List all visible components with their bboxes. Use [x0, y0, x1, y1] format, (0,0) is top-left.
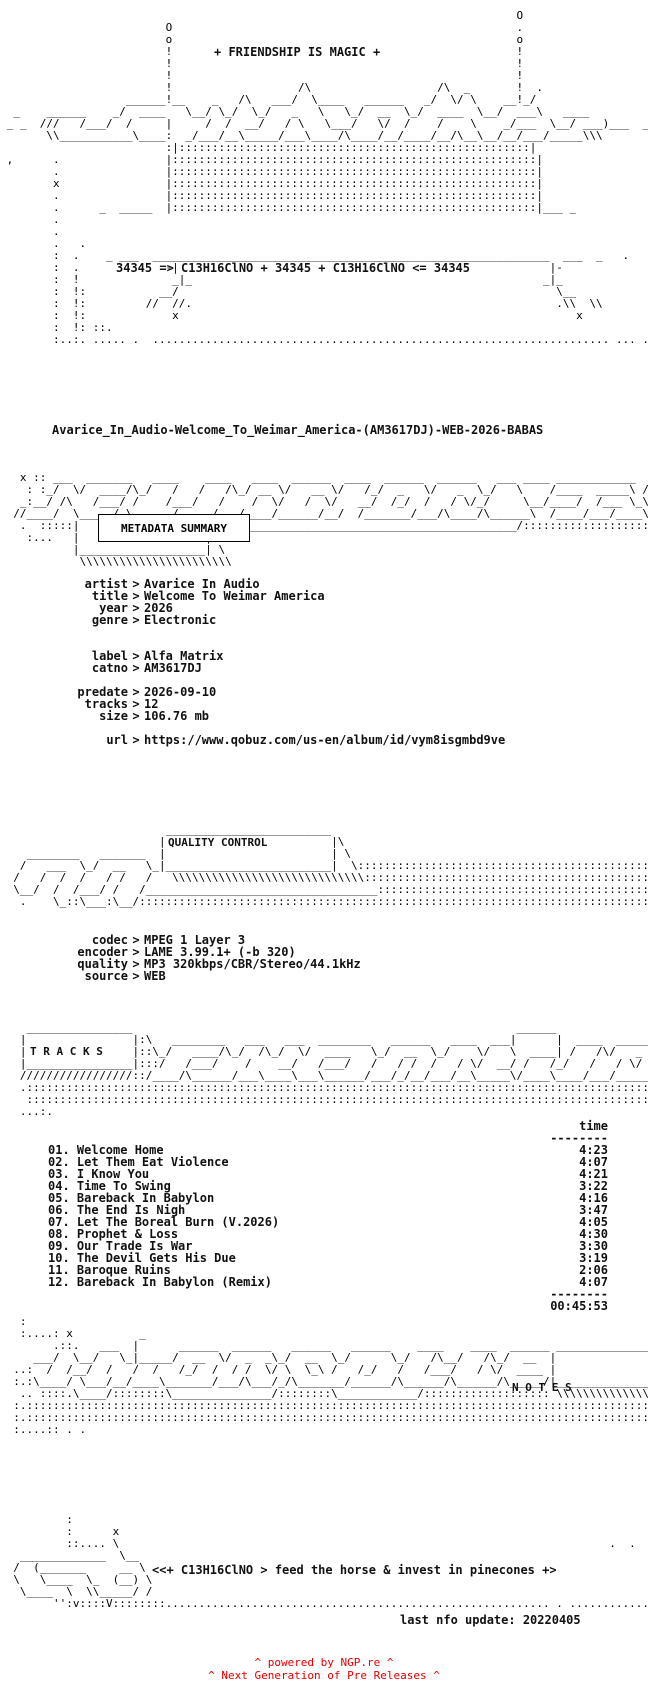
predate-value: 2026-09-10	[144, 685, 217, 699]
artist-value: Avarice In Audio	[144, 577, 260, 591]
catno-value: AM3617DJ	[144, 661, 202, 675]
last-update: last nfo update: 20220405	[400, 1613, 581, 1627]
year-value: 2026	[144, 601, 173, 615]
notes-slogan: <<+ C13H16ClNO > feed the horse & invest…	[152, 1563, 557, 1577]
header-equation: 34345 => C13H16ClNO + 34345 + C13H16ClNO…	[116, 261, 471, 275]
quality-section-title: QUALITY CONTROL	[168, 836, 268, 849]
encoder-value: LAME 3.99.1+ (-b 320)	[144, 945, 296, 959]
quality-list: codec>MPEG 1 Layer 3 encoder>LAME 3.99.1…	[77, 933, 361, 983]
footer-tagline: ^ Next Generation of Pre Releases ^	[208, 1669, 440, 1682]
tracks-value: 12	[144, 697, 159, 711]
metadata-section-title: METADATA SUMMARY	[98, 514, 250, 542]
url-value: https://www.qobuz.com/us-en/album/id/vym…	[144, 733, 506, 747]
header-ascii-art: O O . o o !	[6, 10, 648, 346]
metadata-list: artist>Avarice In Audio title>Welcome To…	[77, 577, 506, 747]
total-time: 00:45:53	[550, 1299, 608, 1313]
codec-value: MPEG 1 Layer 3	[144, 933, 246, 947]
label-value: Alfa Matrix	[144, 649, 224, 663]
footer-powered-by: ^ powered by NGP.re ^	[254, 1656, 394, 1669]
source-value: WEB	[144, 969, 166, 983]
size-value: 106.76 mb	[144, 709, 210, 723]
bottom-ascii-art: : : : x	[13, 1514, 648, 1610]
quality-ascii-art: _________________________ | |\ ________ …	[13, 824, 648, 908]
quality-value: MP3 320kbps/CBR/Stereo/44.1kHz	[144, 957, 361, 971]
track-row: 12. Bareback In Babylon (Remix)4:07	[48, 1275, 608, 1289]
title-value: Welcome To Weimar America	[144, 589, 325, 603]
footer: ^ powered by NGP.re ^ ^ Next Generation …	[0, 1656, 648, 1682]
time-column-header: time	[579, 1119, 608, 1133]
tracks-ascii-art: ________________ ______ | |:\ ________ _…	[19, 1022, 648, 1118]
metadata-ascii-art: : x :: ___ _______ ____ ____ ____ ______…	[13, 471, 648, 568]
time-rule-top: --------	[550, 1131, 608, 1145]
release-name: Avarice_In_Audio-Welcome_To_Weimar_Ameri…	[52, 423, 544, 437]
genre-value: Electronic	[144, 613, 217, 627]
time-rule-bottom: --------	[550, 1287, 608, 1301]
tracks-section-title: T R A C K S	[30, 1045, 103, 1058]
header-tagline: + FRIENDSHIP IS MAGIC +	[214, 45, 381, 59]
notes-ascii-art: : . :....: x _	[13, 1316, 648, 1436]
notes-section-title: N O T E S	[512, 1381, 572, 1394]
track-row: 07. Let The Boreal Burn (V.2026)4:05	[48, 1215, 608, 1229]
